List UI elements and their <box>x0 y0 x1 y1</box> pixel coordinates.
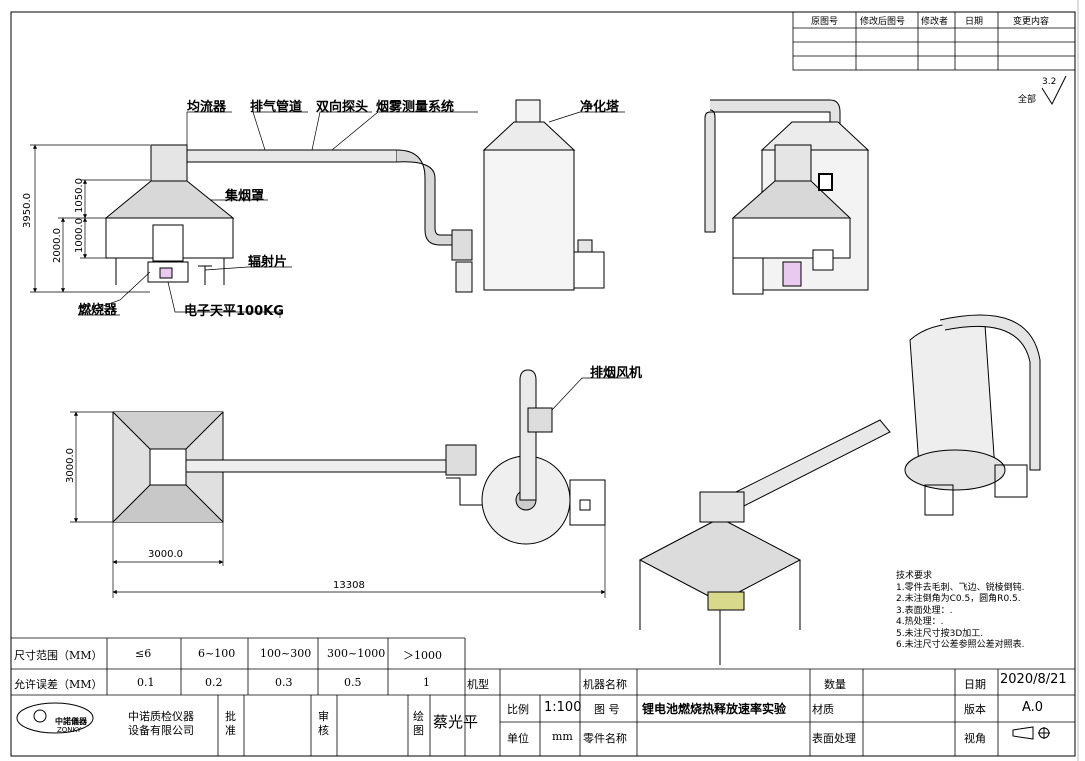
tech-requirements: 技术要求 1.零件去毛刺、飞边、锐棱倒钝. 2.未注倒角为C0.5，圆角R0.5… <box>896 571 1024 652</box>
drawing-title: 锂电池燃烧热释放速率实验 <box>642 702 787 716</box>
tech-item: 5.未注尺寸按3D加工. <box>896 628 984 639</box>
plan-view <box>112 369 606 545</box>
logo-subtext: ZONKY <box>57 726 82 734</box>
label-smoke-system: 烟雾测量系统 <box>376 100 455 115</box>
machine-name-label: 机器名称 <box>583 678 627 691</box>
dim-1000: 1000.0 <box>74 218 85 253</box>
label-radiator: 辐射片 <box>248 255 288 270</box>
isometric-view <box>638 314 1041 665</box>
view-label: 视角 <box>964 732 986 745</box>
drafter-name: 蔡光平 <box>433 713 479 731</box>
range-cell: 6~100 <box>198 647 236 660</box>
side-view <box>704 99 870 295</box>
label-hood: 集烟罩 <box>225 189 265 204</box>
review-label-2: 核 <box>318 724 329 737</box>
plan-dimensions <box>70 377 630 598</box>
machine-type-label: 机型 <box>467 678 489 691</box>
range-cell: 100~300 <box>260 647 312 660</box>
unit-value: mm <box>552 730 573 743</box>
draw-label-2: 图 <box>413 724 424 737</box>
tech-item: 3.表面处理：. <box>896 605 953 616</box>
rev-header-modifier: 修改者 <box>921 17 949 27</box>
draw-label-1: 绘 <box>413 710 424 723</box>
surface-label: 表面处理 <box>812 732 856 745</box>
material-label: 材质 <box>812 703 834 716</box>
front-view <box>104 99 605 293</box>
rev-header-newno: 修改后图号 <box>860 17 906 27</box>
scale-label: 比例 <box>507 703 529 716</box>
logo-text: 中諾儀器 <box>55 717 87 726</box>
quantity-label: 数量 <box>824 678 846 691</box>
error-cell: 0.2 <box>205 676 223 689</box>
sheet-border <box>10 11 1076 757</box>
label-exhaust-pipe: 排气管道 <box>250 100 303 115</box>
label-probe: 双向探头 <box>316 100 369 115</box>
version-label: 版本 <box>964 703 986 716</box>
version-value: A.0 <box>1022 700 1044 715</box>
company-line1: 中诺质检仪器 <box>128 710 194 723</box>
revision-table-grid <box>792 11 1076 71</box>
range-cell: ≤6 <box>135 647 152 660</box>
error-cell: 1 <box>423 676 430 689</box>
company-logo <box>16 702 94 734</box>
roughness-value: 3.2 <box>1042 77 1057 87</box>
approve-label-1: 批 <box>225 710 236 723</box>
front-dimensions <box>30 111 625 318</box>
scale-value: 1:100 <box>544 700 582 715</box>
dim-13308: 13308 <box>333 580 365 591</box>
label-fan: 排烟风机 <box>590 366 643 381</box>
error-cell: 0.1 <box>137 676 155 689</box>
projection-symbol <box>1012 726 1050 740</box>
drawing-no-label: 图 号 <box>594 703 620 716</box>
tolerance-error-label: 允许误差（MM） <box>14 678 103 691</box>
roughness-label: 全部 <box>1018 95 1037 105</box>
review-label-1: 审 <box>318 710 329 723</box>
label-flow-equalizer: 均流器 <box>187 100 227 115</box>
roughness-symbol <box>1041 75 1067 106</box>
part-name-label: 零件名称 <box>583 732 627 745</box>
tolerance-range-label: 尺寸范围（MM） <box>14 649 103 662</box>
dim-2000: 2000.0 <box>52 228 63 263</box>
tech-item: 4.热处理：. <box>896 617 944 627</box>
tech-item: 2.未注倒角为C0.5，圆角R0.5. <box>896 594 1021 604</box>
rev-header-orig: 原图号 <box>811 17 839 27</box>
unit-label: 单位 <box>507 732 529 745</box>
label-scrubber: 净化塔 <box>580 100 620 115</box>
tech-item: 1.零件去毛刺、飞边、锐棱倒钝. <box>896 582 1025 593</box>
dim-3000-vertical: 3000.0 <box>65 448 76 483</box>
tech-title: 技术要求 <box>896 571 933 581</box>
error-cell: 0.5 <box>344 676 362 689</box>
label-burner: 燃烧器 <box>78 303 118 318</box>
dim-1050: 1050.0 <box>74 178 85 213</box>
rev-header-date: 日期 <box>965 17 984 27</box>
title-block-grid <box>11 637 1075 756</box>
tech-item: 6.未注尺寸公差参照公差对照表. <box>896 640 1025 650</box>
date-value: 2020/8/21 <box>1000 672 1067 687</box>
range-cell: 300~1000 <box>327 647 386 660</box>
error-cell: 0.3 <box>275 676 293 689</box>
range-cell: ＞1000 <box>403 649 442 662</box>
dim-3000-horizontal: 3000.0 <box>148 549 183 560</box>
company-line2: 设备有限公司 <box>128 724 194 737</box>
dim-3950: 3950.0 <box>22 193 33 228</box>
date-label: 日期 <box>964 678 986 691</box>
rev-header-content: 变更内容 <box>1013 17 1050 27</box>
label-balance: 电子天平100KG <box>184 304 284 319</box>
approve-label-2: 准 <box>225 724 236 737</box>
